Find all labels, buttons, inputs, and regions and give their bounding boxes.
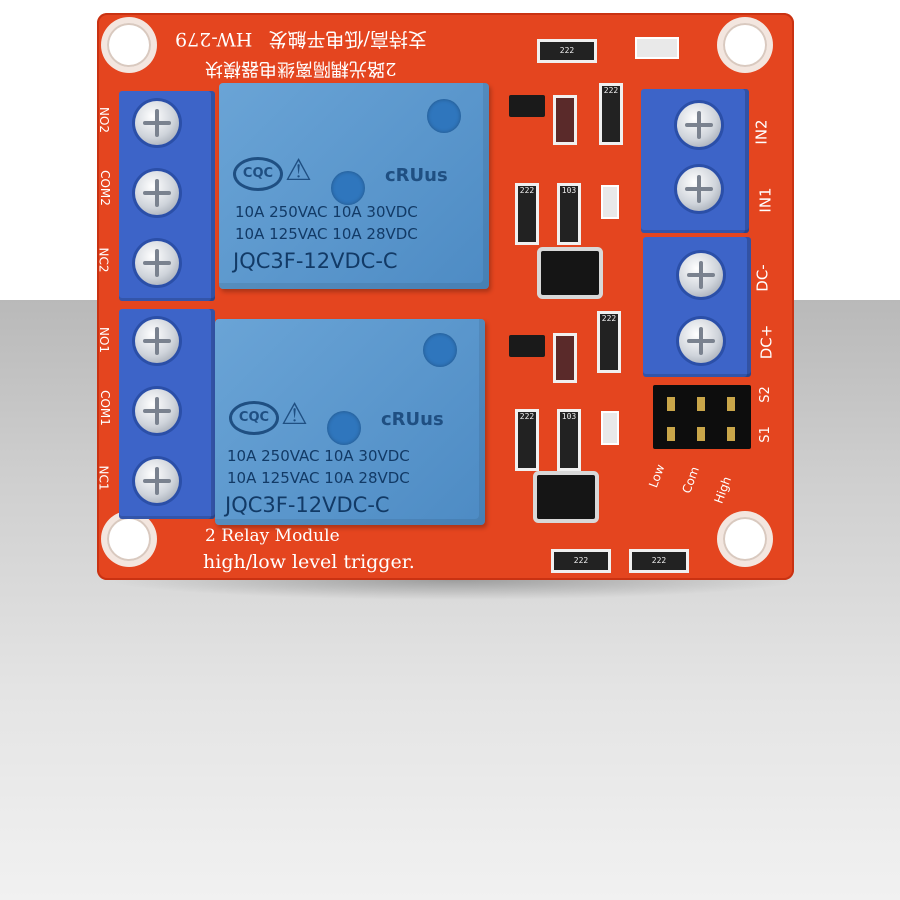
- jumper-pin: [667, 427, 675, 441]
- transistor-t1: [509, 335, 545, 357]
- terminal-label: COM1: [97, 390, 112, 426]
- board-caption-line1: 2 Relay Module: [205, 526, 340, 546]
- relay-model: JQC3F-12VDC-C: [233, 249, 398, 273]
- screw-terminal[interactable]: [135, 389, 179, 433]
- relay-1: CQC ⚠ cRUus 10A 250VAC 10A 30VDC 10A 125…: [219, 83, 489, 289]
- resistor: 222: [537, 39, 597, 63]
- resistor: 222: [551, 549, 611, 573]
- jumper-pin: [697, 397, 705, 411]
- relay-spec-line2: 10A 125VAC 10A 28VDC: [235, 225, 418, 243]
- cqc-logo: CQC: [229, 401, 279, 435]
- relay-mark: [427, 99, 461, 133]
- screw-terminal[interactable]: [135, 101, 179, 145]
- s2-label: S2: [757, 386, 773, 403]
- led-d3: [601, 411, 619, 445]
- relay-mark: [327, 411, 361, 445]
- resistor: 103: [557, 409, 581, 471]
- in2-label: IN2: [752, 119, 771, 145]
- resistor: 222: [515, 409, 539, 471]
- relay-model: JQC3F-12VDC-C: [225, 493, 390, 517]
- board-title-line2: 2路光耦隔离继电器模块: [205, 58, 397, 79]
- mounting-hole-bottom-left: [107, 517, 151, 561]
- s1-label: S1: [757, 426, 773, 443]
- terminal-label: NC1: [96, 465, 111, 491]
- resistor: 222: [599, 83, 623, 145]
- jumper-high-label: High: [711, 474, 735, 506]
- dc-minus-label: DC-: [753, 264, 772, 292]
- jumper-pin: [727, 397, 735, 411]
- relay-spec-line2: 10A 125VAC 10A 28VDC: [227, 469, 410, 487]
- relay-2: CQC ⚠ cRUus 10A 250VAC 10A 30VDC 10A 125…: [215, 319, 485, 525]
- screw-terminal[interactable]: [679, 253, 723, 297]
- optocoupler-u1: [537, 475, 595, 519]
- dc-plus-label: DC+: [757, 324, 776, 360]
- mounting-hole-top-right: [723, 23, 767, 67]
- transistor-t2: [509, 95, 545, 117]
- ul-mark: cRUus: [385, 165, 448, 186]
- warning-triangle-icon: ⚠: [281, 397, 308, 432]
- board-title-line1: 支持高/低电平触发 HW-279: [175, 28, 427, 50]
- relay-mark: [331, 171, 365, 205]
- jumper-pin: [697, 427, 705, 441]
- warning-triangle-icon: ⚠: [285, 153, 312, 188]
- jumper-com-label: Com: [679, 464, 702, 496]
- relay-spec-line1: 10A 250VAC 10A 30VDC: [227, 447, 410, 465]
- mounting-hole-top-left: [107, 23, 151, 67]
- ul-mark: cRUus: [381, 409, 444, 430]
- jumper-low-label: Low: [646, 462, 668, 490]
- relay-board: 支持高/低电平触发 HW-279 2路光耦隔离继电器模块 2 Relay Mod…: [97, 13, 794, 580]
- resistor: 222: [515, 183, 539, 245]
- optocoupler-u2: [541, 251, 599, 295]
- in1-label: IN1: [756, 187, 775, 213]
- board-caption-line2: high/low level trigger.: [203, 551, 415, 573]
- board-model: HW-279: [175, 28, 253, 50]
- mounting-hole-bottom-right: [723, 517, 767, 561]
- diode-d1: [553, 333, 577, 383]
- screw-terminal[interactable]: [677, 103, 721, 147]
- jumper-pin: [727, 427, 735, 441]
- cqc-logo: CQC: [233, 157, 283, 191]
- screw-terminal[interactable]: [135, 319, 179, 363]
- screw-terminal[interactable]: [135, 459, 179, 503]
- relay-mark: [423, 333, 457, 367]
- terminal-label: COM2: [97, 170, 112, 206]
- resistor: 222: [597, 311, 621, 373]
- led-d4: [601, 185, 619, 219]
- resistor: 103: [557, 183, 581, 245]
- diode-d2: [553, 95, 577, 145]
- resistor: 222: [629, 549, 689, 573]
- jumper-pin: [667, 397, 675, 411]
- screw-terminal[interactable]: [677, 167, 721, 211]
- terminal-label: NO1: [97, 326, 112, 354]
- terminal-label: NO2: [97, 106, 112, 134]
- terminal-label: NC2: [96, 247, 111, 273]
- led-d5: [635, 37, 679, 59]
- screw-terminal[interactable]: [135, 171, 179, 215]
- screw-terminal[interactable]: [135, 241, 179, 285]
- relay-spec-line1: 10A 250VAC 10A 30VDC: [235, 203, 418, 221]
- screw-terminal[interactable]: [679, 319, 723, 363]
